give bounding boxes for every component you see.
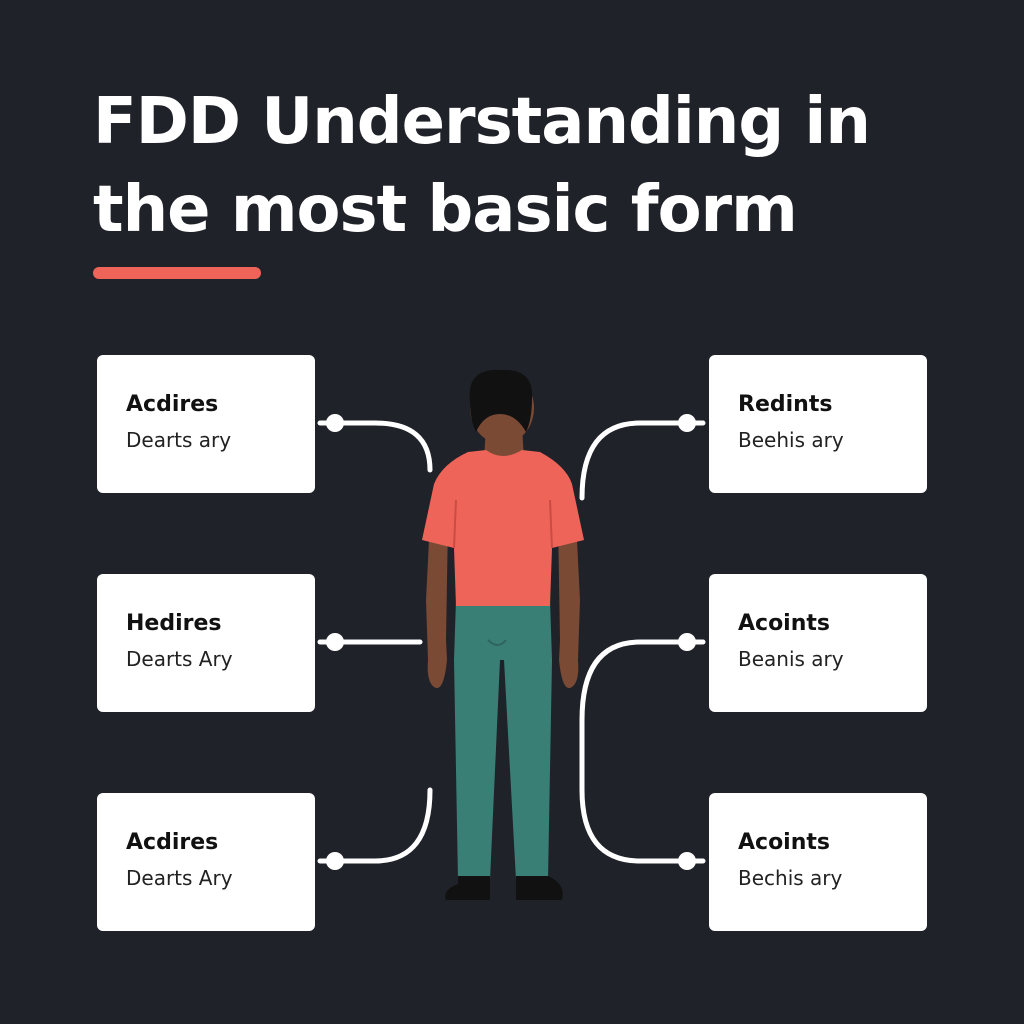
connector-node-left-middle xyxy=(326,633,344,651)
card-left-top: Acdires Dearts ary xyxy=(97,355,315,493)
card-right-middle: Acoints Beanis ary xyxy=(709,574,927,712)
shirt-seam xyxy=(453,499,457,549)
connector-node-right-top xyxy=(678,414,696,432)
title-accent-bar xyxy=(93,267,261,279)
left-shoe xyxy=(445,876,490,900)
left-arm xyxy=(426,520,448,689)
card-left-bottom: Acdires Dearts Ary xyxy=(97,793,315,931)
connector-node-right-bottom xyxy=(678,852,696,870)
hair xyxy=(469,369,533,432)
page-title: FDD Understanding in the most basic form xyxy=(93,78,953,254)
title-line-2: the most basic form xyxy=(93,173,798,247)
card-subtitle: Beanis ary xyxy=(738,647,844,671)
card-subtitle: Bechis ary xyxy=(738,866,843,890)
card-subtitle: Beehis ary xyxy=(738,428,844,452)
connector-right-top xyxy=(579,420,706,501)
title-line-1: FDD Understanding in xyxy=(93,85,871,159)
pants xyxy=(454,600,552,880)
card-title: Redints xyxy=(738,392,833,417)
card-title: Acoints xyxy=(738,830,830,855)
right-arm xyxy=(558,520,580,689)
card-subtitle: Dearts Ary xyxy=(126,866,233,890)
card-subtitle: Dearts Ary xyxy=(126,647,233,671)
card-right-bottom: Acoints Bechis ary xyxy=(709,793,927,931)
card-title: Acdires xyxy=(126,392,219,417)
connector-left-top xyxy=(317,420,433,473)
card-title: Acoints xyxy=(738,611,830,636)
card-subtitle: Dearts ary xyxy=(126,428,232,452)
card-right-top: Redints Beehis ary xyxy=(709,355,927,493)
connector-node-left-top xyxy=(326,414,344,432)
right-shoe xyxy=(516,876,563,900)
connector-node-left-bottom xyxy=(326,852,344,870)
card-title: Acdires xyxy=(126,830,219,855)
connector-right-middle-bottom xyxy=(579,639,706,864)
pants-pocket-line xyxy=(487,639,507,646)
shirt-seam xyxy=(549,499,553,549)
connector-node-right-middle xyxy=(678,633,696,651)
connector-left-bottom xyxy=(317,787,433,864)
shirt xyxy=(422,450,584,606)
card-title: Hedires xyxy=(126,611,222,636)
card-left-middle: Hedires Dearts Ary xyxy=(97,574,315,712)
